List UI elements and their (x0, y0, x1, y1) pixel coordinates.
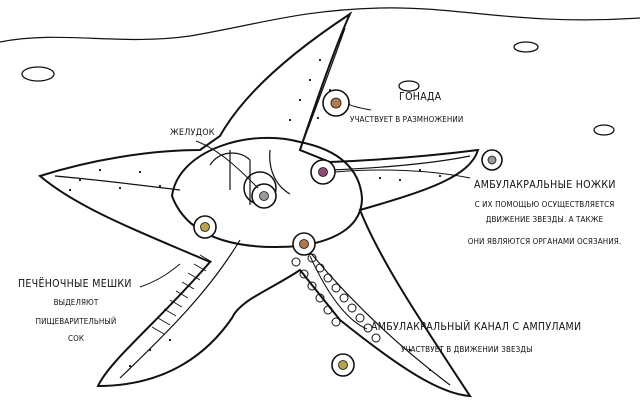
label-liver-desc-1: ВЫДЕЛЯЮТ (26, 297, 126, 308)
label-gonad-title: ГОНАДА (399, 92, 441, 103)
label-liver-desc-3: СОК (26, 333, 126, 344)
label-tube-feet-desc-2: ДВИЖЕНИЕ ЗВЕЗДЫ. А ТАКЖЕ (452, 214, 637, 225)
label-gonad-desc: УЧАСТВУЕТ В РАЗМНОЖЕНИИ (350, 114, 463, 125)
leader-gonad (349, 104, 371, 110)
highlight-stomach (252, 184, 276, 208)
pebble (22, 67, 54, 81)
label-tube-feet-title: АМБУЛАКРАЛЬНЫЕ НОЖКИ (474, 180, 616, 191)
highlight-canal-lower (332, 354, 354, 376)
label-canal-desc: УЧАСТВУЕТ В ДВИЖЕНИИ ЗВЕЗДЫ (401, 344, 533, 355)
label-tube-feet-desc-1: С ИХ ПОМОЩЬЮ ОСУЩЕСТВЛЯЕТСЯ (452, 199, 637, 210)
label-tube-feet-desc-3: ОНИ ЯВЛЯЮТСЯ ОРГАНАМИ ОСЯЗАНИЯ. (452, 236, 637, 247)
highlight-gonad (323, 90, 349, 116)
label-liver-desc-2: ПИЩЕВАРИТЕЛЬНЫЙ (26, 316, 126, 327)
highlight-tube-feet-tip (482, 150, 502, 170)
leader-liver (140, 264, 180, 287)
highlight-liver-pouch (194, 216, 216, 238)
pebble (594, 125, 614, 135)
highlight-canal-upper (293, 233, 315, 255)
label-stomach: ЖЕЛУДОК (170, 128, 215, 139)
pebble (514, 42, 538, 52)
label-liver-title: ПЕЧЁНОЧНЫЕ МЕШКИ (18, 279, 132, 290)
pebble (399, 81, 419, 91)
highlight-tube-feet-disc (311, 160, 335, 184)
label-canal-title: АМБУЛАКРАЛЬНЫЙ КАНАЛ С АМПУЛАМИ (371, 322, 581, 333)
